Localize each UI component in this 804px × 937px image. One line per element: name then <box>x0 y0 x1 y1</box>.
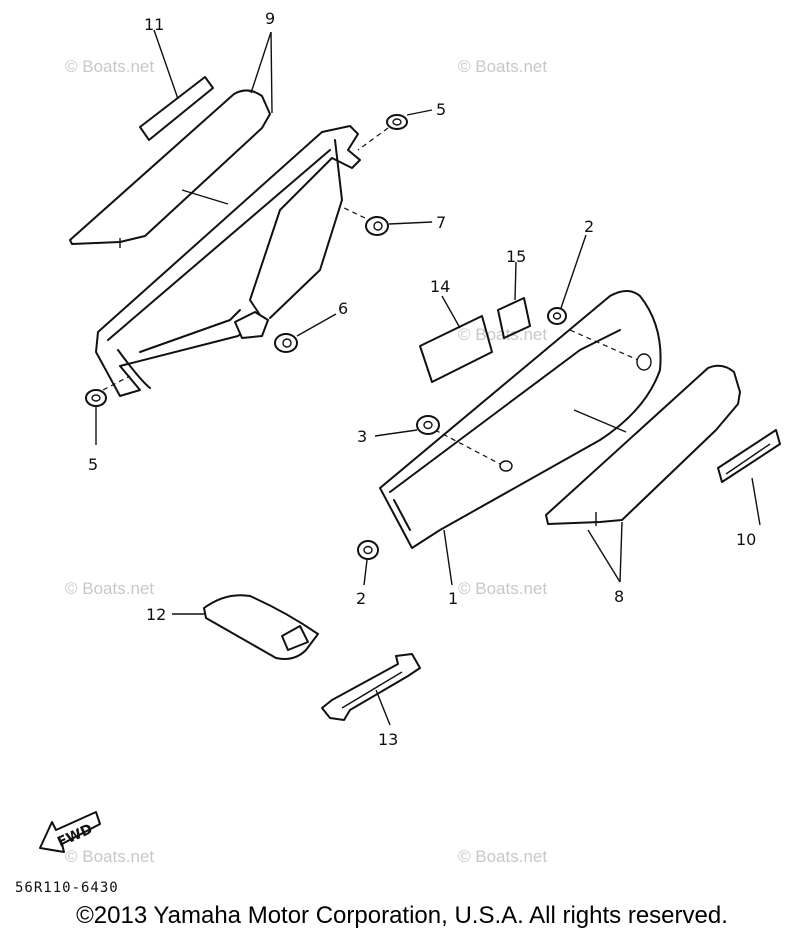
part-2-grommet-lower <box>357 540 379 586</box>
callout-15: 15 <box>506 247 526 266</box>
callout-8: 8 <box>614 587 624 606</box>
part-9-frame-left <box>69 31 273 248</box>
part-13-strap <box>321 653 421 726</box>
callout-2: 2 <box>356 589 366 608</box>
callout-3: 3 <box>357 427 367 446</box>
part-2-grommet-upper <box>547 234 587 325</box>
callout-14: 14 <box>430 277 450 296</box>
callout-2: 2 <box>584 217 594 236</box>
part-7-collar <box>339 205 433 236</box>
part-6-collar <box>274 313 337 353</box>
part-15-label <box>497 261 531 339</box>
part-3-grommet <box>374 415 440 437</box>
watermark: © Boats.net <box>65 57 154 76</box>
watermark: © Boats.net <box>65 847 154 866</box>
part-8-frame-right <box>545 364 741 583</box>
callout-11: 11 <box>144 15 164 34</box>
callout-1: 1 <box>448 589 458 608</box>
callout-6: 6 <box>338 299 348 318</box>
watermark: © Boats.net <box>458 57 547 76</box>
part-14-label <box>419 295 493 383</box>
part-5-grommet-bottom <box>85 375 131 445</box>
part-12-pad <box>172 594 319 660</box>
callout-13: 13 <box>378 730 398 749</box>
callout-10: 10 <box>736 530 756 549</box>
callout-9: 9 <box>265 9 275 28</box>
part-1-side-cover <box>379 290 662 586</box>
parts-diagram: © Boats.net © Boats.net © Boats.net © Bo… <box>15 9 781 896</box>
callout-12: 12 <box>146 605 166 624</box>
copyright-notice: ©2013 Yamaha Motor Corporation, U.S.A. A… <box>76 902 728 929</box>
diagram-part-code: 56R110-6430 <box>15 880 119 896</box>
callout-5: 5 <box>88 455 98 474</box>
fwd-arrow-icon: FWD <box>39 811 101 853</box>
watermark: © Boats.net <box>65 579 154 598</box>
watermark: © Boats.net <box>458 579 547 598</box>
part-11-label <box>139 29 214 141</box>
callout-7: 7 <box>436 213 446 232</box>
watermark: © Boats.net <box>458 847 547 866</box>
left-bracket-assembly <box>95 125 361 397</box>
callout-5: 5 <box>436 100 446 119</box>
part-10-emblem <box>717 429 781 526</box>
part-5-grommet-top <box>357 109 433 151</box>
